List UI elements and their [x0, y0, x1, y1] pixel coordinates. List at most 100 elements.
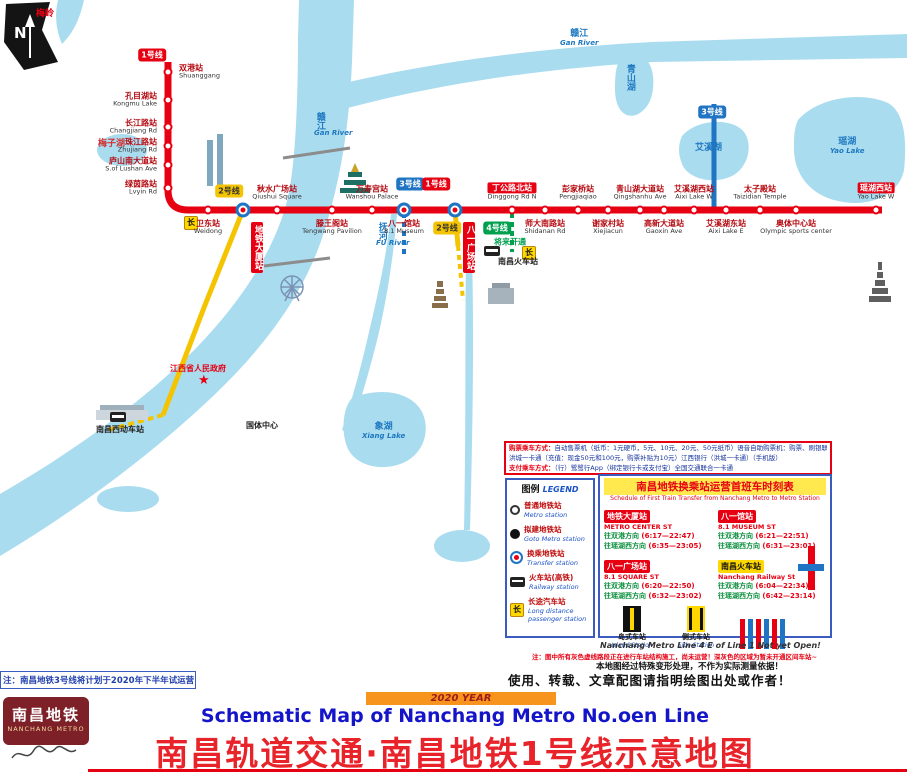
station-marker	[272, 205, 282, 215]
railway-station-icon	[110, 412, 126, 422]
bayi-bridge	[282, 146, 351, 160]
payment-lines: 购票乘车方式：自动售票机（纸币：1元硬币，5元、10元、20元、50元纸币）语音…	[509, 444, 827, 473]
meizi-lake	[97, 134, 147, 166]
yao-lake	[794, 96, 906, 203]
line2-path	[160, 209, 246, 416]
station-marker	[203, 205, 213, 215]
timetable-title-zh: 南昌地铁换乘站运营首班车时刻表	[604, 478, 826, 495]
xiang-lake	[343, 391, 426, 468]
station-marker	[163, 122, 173, 132]
station-marker	[659, 205, 669, 215]
station-marker	[163, 67, 173, 77]
station-marker	[367, 205, 377, 215]
station-marker	[871, 205, 881, 215]
title-english: Schematic Map of Nanchang Metro No.oen L…	[200, 705, 710, 727]
payment-line: 洪城一卡通（充值：现金50元和100元，购票补贴为10元）江西银行（洪城一卡通）…	[509, 453, 782, 462]
platform-diagram-bars	[740, 619, 785, 649]
station-marker	[163, 95, 173, 105]
map-label: 南昌西动车站	[96, 425, 144, 434]
ferris-wheel-landmark	[280, 275, 304, 302]
station-marker	[327, 205, 337, 215]
map-label: ★	[198, 373, 210, 388]
water-label: 梅子湖	[98, 139, 126, 149]
signature-scribble	[11, 745, 77, 759]
bottom-red-rule	[88, 769, 907, 772]
tengwang-pavilion-landmark	[340, 163, 370, 193]
line-badge: 1号线	[422, 177, 450, 191]
station-marker	[791, 205, 801, 215]
water-label: 青山湖	[624, 64, 635, 91]
note-line4-english: Nanchang Metro Line 4 E of Line 1 Not ye…	[600, 641, 821, 650]
timetable-panel: 南昌地铁换乘站运营首班车时刻表 Schedule of First Train …	[598, 474, 832, 649]
title-year-banner: 2020 YEAR	[366, 692, 556, 705]
river-top-left	[56, 0, 84, 44]
government-building-landmark	[488, 283, 514, 304]
station-marker	[163, 160, 173, 170]
note-construction: 注：图中所有灰色虚线路段正在进行车站结构施工，尚未运营！深灰色的区域为暂未开通区…	[532, 653, 817, 661]
station-marker	[163, 183, 173, 193]
line-badge: 2号线	[215, 184, 243, 198]
bus-station-icon: 长	[522, 246, 536, 260]
meiling-label: 梅岭	[36, 9, 55, 19]
payment-line: 支付乘车方式：（行）鹭鹭行App（绑定银行卡或支付宝）全国交通联合一卡通	[509, 463, 733, 472]
payment-info-box: 购票乘车方式：自动售票机（纸币：1元硬币，5元、10元、20元、50元纸币）语音…	[504, 441, 832, 475]
station-marker	[507, 205, 517, 215]
line2-stub-dashed	[456, 245, 465, 301]
payment-line: 购票乘车方式：自动售票机（纸币：1元硬币，5元、10元、20元、50元纸币）语音…	[509, 444, 827, 452]
yudai-river	[464, 254, 474, 530]
compass-shape	[4, 2, 58, 70]
station-marker	[235, 202, 251, 218]
station-marker	[635, 205, 645, 215]
station-marker	[163, 141, 173, 151]
line-badge: 4号线	[483, 221, 511, 235]
station-marker	[540, 205, 550, 215]
nanchang-metro-logo: 南昌地铁 NANCHANG METRO	[3, 697, 89, 745]
compass-n-label: N	[14, 24, 27, 42]
water-label: 艾溪湖	[695, 143, 723, 153]
note-line3-plan: 注：南昌地铁3号线将计划于2020年下半年试运营	[0, 671, 196, 689]
logo-text-en: NANCHANG METRO	[7, 725, 85, 733]
twin-towers-landmark	[207, 134, 223, 186]
legend-title-zh: 图例	[521, 485, 540, 495]
station-marker	[603, 205, 613, 215]
timetable-title-en: Schedule of First Train Transfer from Na…	[610, 495, 820, 502]
map-label: 南昌火车站	[498, 257, 538, 266]
platform-cross-diagram	[798, 546, 824, 590]
bus-station-icon: 长	[184, 216, 198, 230]
title-chinese: 南昌轨道交通·南昌地铁1号线示意地图	[155, 734, 755, 773]
station-marker	[396, 202, 412, 218]
